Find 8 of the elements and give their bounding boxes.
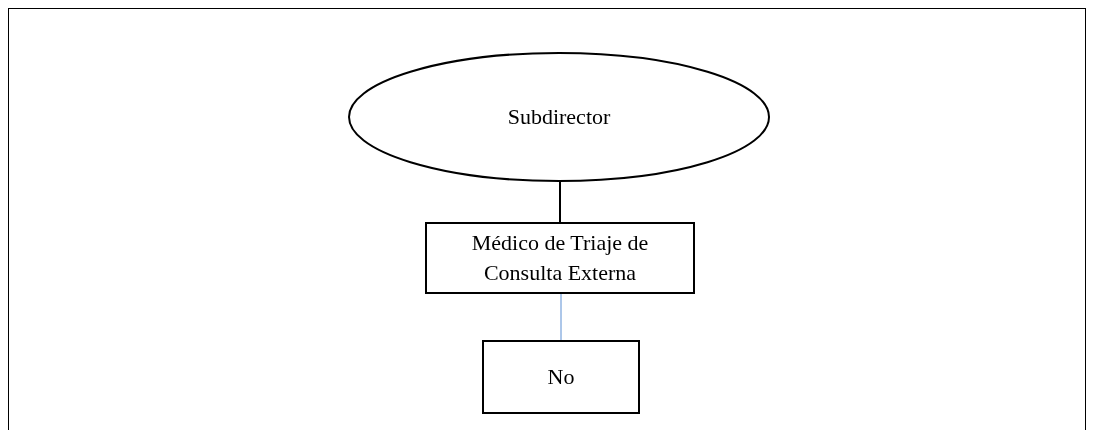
role-ellipse [348, 52, 770, 182]
node-label: Médico de Triaje de Consulta Externa [470, 229, 650, 287]
node-label: No [547, 363, 575, 391]
connector-line [560, 293, 562, 341]
node-label: Subdirector [507, 103, 611, 131]
connector-line [559, 181, 561, 223]
role-box [482, 340, 640, 414]
role-box [425, 222, 695, 294]
